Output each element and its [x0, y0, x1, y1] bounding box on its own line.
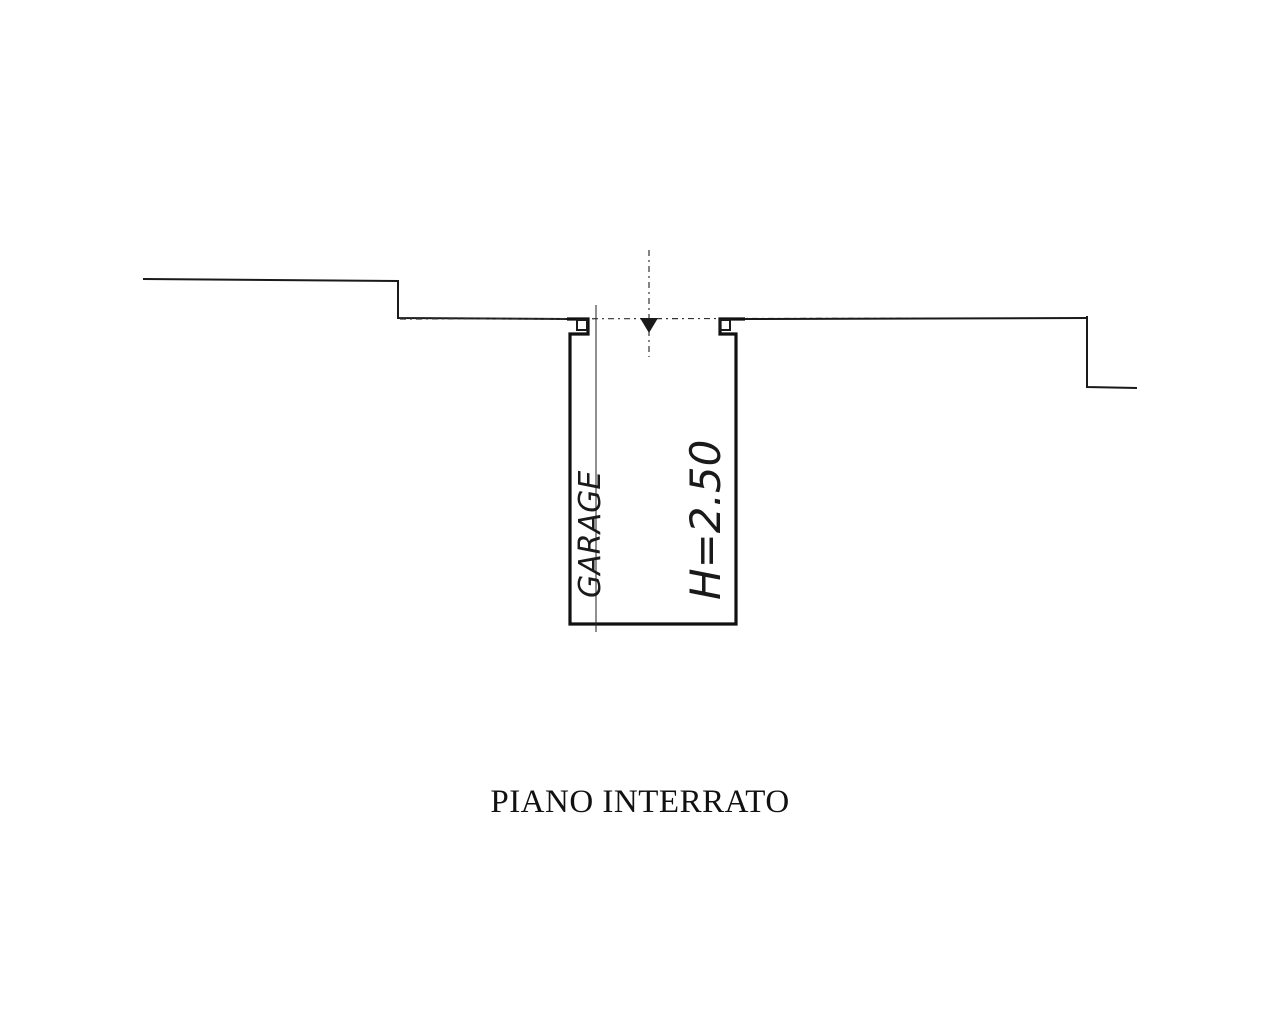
- entry-arrow-icon: [640, 318, 658, 333]
- door-jamb-left: [576, 319, 588, 331]
- floor-caption: PIANO INTERRATO: [490, 784, 790, 820]
- height-label: H=2.50: [681, 440, 730, 600]
- perimeter-wall-right-top: [744, 317, 1088, 320]
- door-jamb-right: [719, 319, 731, 331]
- room-label: GARAGE: [573, 471, 608, 598]
- property-line: [399, 317, 1088, 320]
- perimeter-wall-left: [142, 278, 568, 320]
- perimeter-wall-right: [1086, 316, 1138, 389]
